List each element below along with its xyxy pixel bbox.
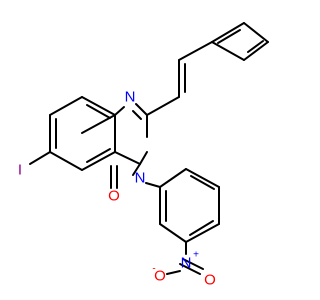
bond (114, 106, 125, 116)
bond (211, 22, 245, 43)
iodine-label: I (18, 162, 22, 179)
bond (81, 151, 116, 171)
bond (247, 40, 264, 53)
bond (145, 182, 161, 188)
bond (166, 270, 181, 275)
atom-labels: I N N O N + O - O (18, 89, 216, 289)
bond (243, 22, 269, 43)
nitro-oxygen-label: O (204, 272, 216, 289)
n3-label: N (135, 170, 146, 187)
bond (139, 151, 148, 165)
bond (86, 148, 111, 163)
bond (185, 168, 220, 188)
bond (86, 104, 111, 119)
bond (29, 151, 51, 165)
bond (217, 29, 241, 44)
bond (132, 110, 142, 120)
bond (189, 220, 214, 236)
bond (135, 103, 148, 116)
bond (132, 163, 141, 176)
bonds (29, 22, 269, 275)
carbonyl-oxygen-label: O (108, 188, 120, 205)
bond (190, 175, 215, 190)
bond (178, 41, 213, 61)
bond (159, 223, 187, 243)
nitro-nitrogen-charge: + (193, 250, 199, 261)
bond (159, 168, 187, 188)
bond (146, 96, 180, 116)
molecule-structure: I N N O N + O - O (18, 22, 269, 289)
bond (211, 41, 245, 61)
n1-label: N (125, 89, 136, 106)
bond (179, 263, 201, 275)
bond (81, 96, 116, 116)
bond (182, 258, 204, 270)
nitro-oxygen-minus-label: O (154, 268, 166, 285)
nitro-oxygen-charge: - (152, 264, 155, 275)
bond (114, 151, 141, 165)
bond (185, 223, 220, 243)
nitro-nitrogen-label: N (181, 255, 192, 272)
bond (49, 96, 83, 116)
bond (49, 151, 83, 171)
bond (243, 41, 269, 61)
